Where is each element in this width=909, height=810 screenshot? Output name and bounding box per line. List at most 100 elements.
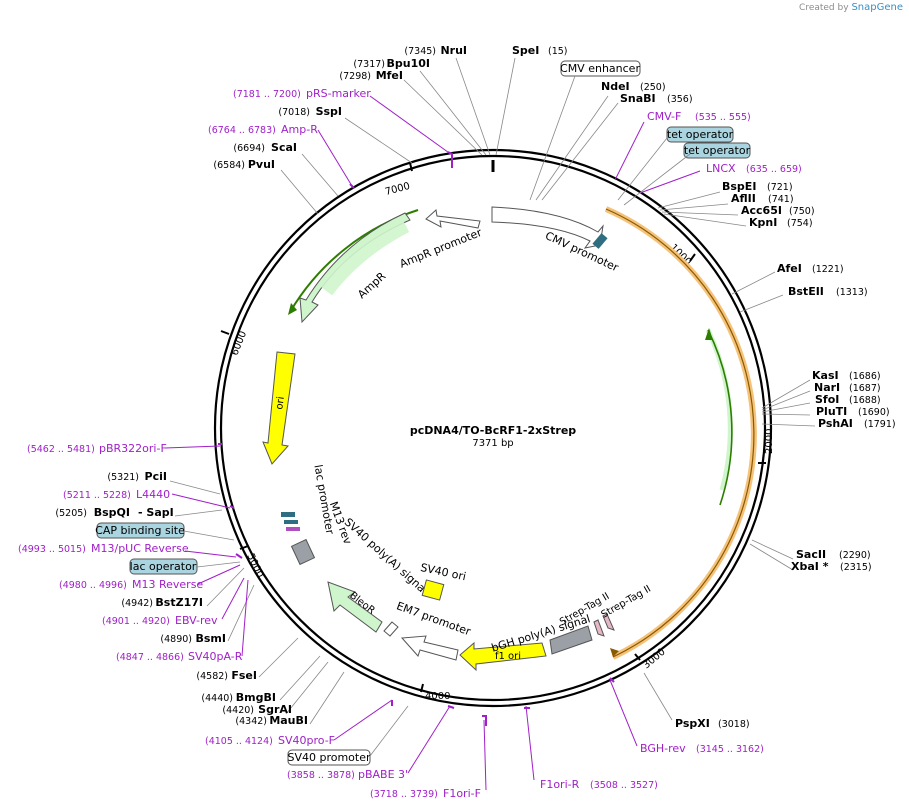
enzyme-pos: (250) [640, 82, 666, 93]
primer-pos: (4901 .. 4920) [102, 616, 170, 627]
enzyme-pos: (4582) [196, 671, 228, 682]
primer-name: pRS-marker [306, 87, 371, 100]
primer-pos: (3145 .. 3162) [696, 744, 764, 755]
enzyme-name: - SapI [138, 506, 174, 519]
enzyme-pos: (5321) [107, 472, 139, 483]
enzyme-pos: (1313) [836, 287, 868, 298]
bgh-polya-box [549, 625, 593, 655]
credit-brand: SnapGene [851, 2, 903, 13]
enzyme-pos: (1221) [812, 264, 844, 275]
m13-mark [286, 527, 300, 531]
enzyme-name: SspI [316, 105, 342, 118]
ampr-promoter-feature: AmpR promoter [398, 209, 484, 271]
primer-pos: (3858 .. 3878) [287, 770, 355, 781]
cap-binding-box [96, 522, 185, 539]
enzyme-pos: (1791) [864, 419, 896, 430]
primer-pos: (5462 .. 5481) [27, 444, 95, 455]
primer-pos: (5211 .. 5228) [63, 490, 131, 501]
tick-label-5000: 5000 [244, 552, 265, 580]
enzyme-labels: SpeI (15) NruI (7345) Bpu10I (7317) MfeI… [55, 44, 895, 730]
enzyme-name: BspEI [722, 180, 756, 193]
enzyme-pos: (1687) [849, 383, 881, 394]
primer-name: SV40pA-R [188, 650, 243, 663]
tick-label-2000: 2000 [764, 429, 775, 454]
backbone [213, 148, 773, 708]
ampr-feature: AmpR [299, 212, 411, 324]
lac-operator-box [129, 558, 198, 575]
primer-name: M13/pUC Reverse [91, 542, 189, 555]
enzyme-name: MauBI [269, 714, 308, 727]
f1-ori-feature: f1 ori [459, 641, 547, 672]
enzyme-name: Bpu10I [387, 57, 431, 70]
backbone-outer-circle [213, 148, 773, 708]
enzyme-name: NruI [440, 44, 467, 57]
sv40-promoter-label: SV40 promoter [287, 751, 371, 764]
bleor-feature: BleoR [327, 581, 383, 633]
primer-name: F1ori-R [540, 778, 580, 791]
primer-pos: (4980 .. 4996) [59, 580, 127, 591]
em7-small-arrow [383, 621, 399, 637]
primer-name: pBABE 3' [358, 768, 408, 781]
enzyme-pos: (741) [768, 194, 794, 205]
enzyme-pos: (1686) [849, 371, 881, 382]
snapgene-credit: Created by SnapGene [799, 2, 903, 13]
cap-binding-label: CAP binding site [95, 524, 185, 537]
ori-feature: ori [262, 351, 296, 465]
cmv-enhancer-label: CMV enhancer [560, 62, 640, 75]
enzyme-name: NdeI [601, 80, 630, 93]
enzyme-name: PciI [145, 470, 167, 483]
primer-name: M13 Reverse [132, 578, 203, 591]
tick-1000 [689, 253, 696, 262]
enzyme-pos: (750) [789, 206, 815, 217]
enzyme-pos: (15) [548, 46, 568, 57]
tet-operator-box-1 [666, 126, 734, 143]
tick-label-4000: 4000 [425, 691, 450, 702]
sv40-ori-box [421, 579, 445, 601]
primer-name: BGH-rev [640, 742, 686, 755]
tick-3000 [634, 653, 641, 661]
enzyme-name: ScaI [271, 141, 297, 154]
tick-5000 [239, 545, 249, 550]
enzyme-name: BstZ17I [155, 596, 203, 609]
tet-operator-label-1: tet operator [667, 128, 734, 141]
strep-tag-1-mark [593, 619, 605, 637]
enzyme-name: XbaI * [791, 560, 829, 573]
enzyme-name: BsmI [196, 632, 227, 645]
enzyme-name: SgrAI [258, 703, 292, 716]
cap-site-mark [281, 512, 295, 517]
enzyme-pos: (7317) [353, 59, 385, 70]
plasmid-size: 7371 bp [472, 438, 513, 449]
credit-prefix: Created by [799, 3, 849, 13]
ori-arrow [262, 351, 296, 465]
enzyme-pos: (7018) [278, 107, 310, 118]
enzyme-name: Acc65I [741, 204, 782, 217]
f1-ori-label: f1 ori [495, 651, 521, 662]
lac-operator-mark [284, 520, 298, 524]
primer-labels: pRS-marker (7181 .. 7200) Amp-R (6764 ..… [18, 87, 802, 800]
enzyme-name: BmgBI [236, 691, 276, 704]
tick-label-7000: 7000 [384, 181, 411, 198]
primer-pos: (3718 .. 3739) [370, 789, 438, 800]
tick-4000 [420, 683, 424, 693]
ori-label: ori [274, 396, 287, 410]
strep-tag-2-mark [602, 613, 615, 631]
enzyme-name: AfeI [777, 262, 802, 275]
enzyme-name: SfoI [815, 393, 839, 406]
enzyme-name: BspQI [94, 506, 130, 519]
orf-band [705, 328, 733, 491]
plasmid-name: pcDNA4/TO-BcRF1-2xStrep [410, 424, 576, 437]
enzyme-pos: (4890) [160, 634, 192, 645]
enzyme-name: NarI [814, 381, 840, 394]
enzyme-name: SnaBI [620, 92, 656, 105]
primer-name: L4440 [136, 488, 170, 501]
primer-pos: (7181 .. 7200) [233, 89, 301, 100]
enzyme-name: KasI [812, 369, 839, 382]
em7-promoter-label: EM7 promoter [395, 599, 473, 638]
enzyme-pos: (2315) [840, 562, 872, 573]
enzyme-name: AflII [731, 192, 756, 205]
insert-arrowhead [610, 648, 619, 657]
enzyme-pos: (7345) [404, 46, 436, 57]
enzyme-name: PshAI [818, 417, 853, 430]
tet-operator-label-2: tet operator [684, 144, 751, 157]
